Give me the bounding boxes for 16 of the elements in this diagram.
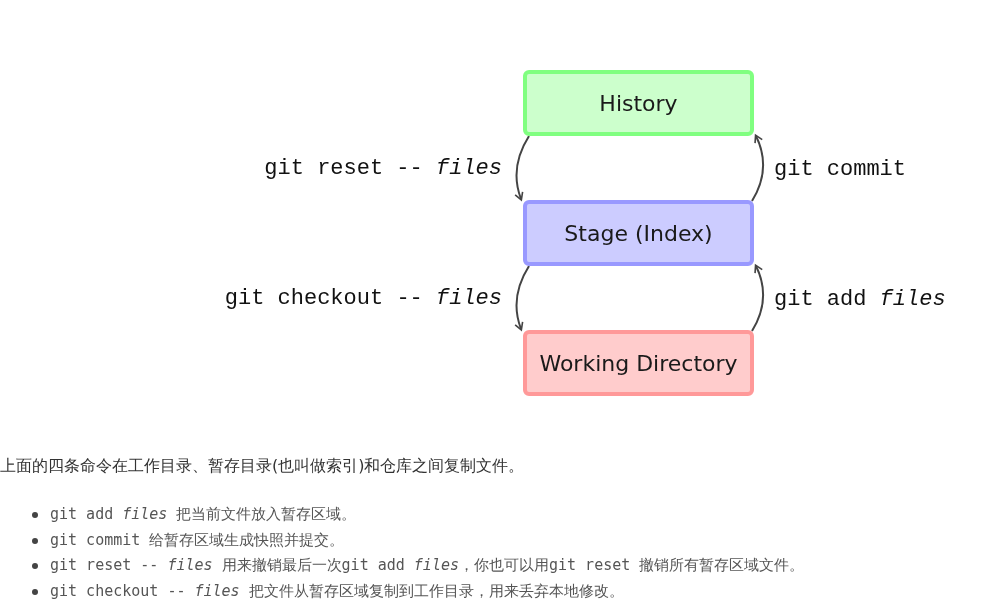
edge-label: git checkout -- files (224, 285, 502, 310)
paragraph: 上面的四条命令在工作目录、暂存目录(也叫做索引)和仓库之间复制文件。 (0, 456, 525, 477)
edge-label: git commit (774, 156, 907, 181)
area-box: History (523, 70, 754, 136)
arrow (514, 265, 530, 331)
arrow (751, 134, 765, 202)
list-item-text: git checkout -- files 把文件从暂存区域复制到工作目录，用来丢弃本地修改。 (50, 582, 624, 601)
list-item-text: git add files 把当前文件放入暂存区域。 (50, 505, 357, 523)
list-item-text: git reset -- files 用来撤销最后一次git add files，你也可以用git reset 撤销所有暂存区域文件。 (50, 556, 805, 575)
list-item-text: git commit 给暂存区域生成快照并提交。 (50, 530, 345, 549)
arrow (751, 264, 765, 332)
edge-label: git add files (774, 286, 946, 311)
arrow (514, 135, 530, 201)
edge-label: git reset -- files (264, 155, 502, 180)
area-box: Stage (Index) (523, 200, 754, 266)
area-box: Working Directory (523, 330, 754, 396)
